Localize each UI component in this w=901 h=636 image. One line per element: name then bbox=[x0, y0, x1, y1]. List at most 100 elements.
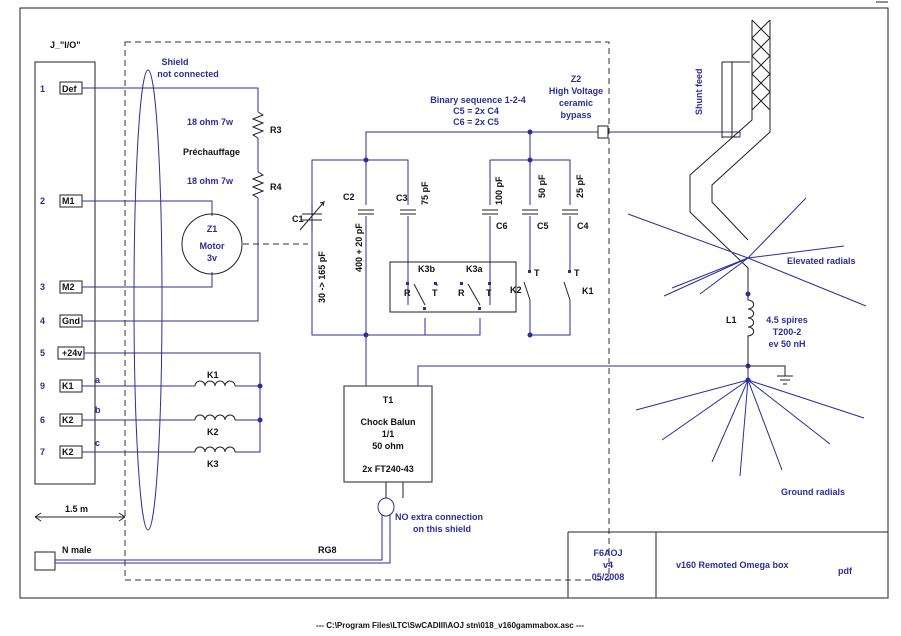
c3-value: 75 pF bbox=[420, 181, 430, 205]
pin-name: Gnd bbox=[62, 316, 80, 326]
pin-name: K2 bbox=[62, 415, 74, 425]
z2-symbol bbox=[597, 125, 609, 139]
coil-k1: K1 bbox=[207, 370, 219, 380]
balun-label: 50 ohm bbox=[372, 441, 404, 451]
file-path: --- C:\Program Files\LTC\SwCADIII\AOJ st… bbox=[316, 621, 584, 630]
no-extra-label: on this shield bbox=[413, 524, 471, 534]
c2-value: 400 + 20 pF bbox=[354, 223, 364, 272]
pin-num: 4 bbox=[40, 316, 45, 326]
title-author: F6AOJ bbox=[593, 548, 622, 558]
z2-name: Z2 bbox=[571, 74, 582, 84]
connector-title: J_"I/O" bbox=[50, 40, 81, 50]
contact-r: R bbox=[458, 288, 465, 298]
motor-symbol bbox=[181, 213, 243, 275]
balun-box bbox=[343, 385, 433, 483]
capacitor-symbols bbox=[299, 201, 578, 231]
line-letter: b bbox=[95, 405, 101, 415]
pin-name: M2 bbox=[62, 282, 75, 292]
shunt-feed-label: Shunt feed bbox=[694, 69, 704, 116]
contact-r: R bbox=[404, 288, 411, 298]
pin-num: 5 bbox=[40, 348, 45, 358]
connector-body bbox=[34, 61, 96, 485]
contact-t: T bbox=[534, 268, 540, 278]
shield-label: not connected bbox=[157, 69, 219, 79]
c1-value: 30 -> 165 pF bbox=[317, 251, 327, 303]
c5-value: 50 pF bbox=[537, 174, 547, 198]
r3-value: 18 ohm 7w bbox=[187, 117, 234, 127]
elevated-radials-label: Elevated radials bbox=[787, 256, 856, 266]
title-version: v4 bbox=[603, 560, 613, 570]
title-format: pdf bbox=[838, 566, 853, 576]
k2-label: K2 bbox=[510, 285, 522, 295]
c3-name: C3 bbox=[396, 193, 408, 203]
balun-label: 2x FT240-43 bbox=[362, 464, 414, 474]
ground-radials-label: Ground radials bbox=[781, 487, 845, 497]
inductor-l1 bbox=[747, 294, 755, 366]
l1-label: 4.5 spires bbox=[766, 315, 808, 325]
pin-num: 3 bbox=[40, 282, 45, 292]
k1-label: K1 bbox=[582, 286, 594, 296]
n-male-label: N male bbox=[62, 545, 92, 555]
n-connector bbox=[34, 551, 56, 571]
balun-name: T1 bbox=[383, 395, 394, 405]
pin-name: K1 bbox=[62, 381, 74, 391]
shield-label: Shield bbox=[161, 57, 188, 67]
heater-label: Préchauffage bbox=[183, 147, 240, 157]
contact-t: T bbox=[486, 288, 492, 298]
pin-num: 9 bbox=[40, 381, 45, 391]
resistor-r4 bbox=[251, 171, 265, 199]
c6-value: 100 pF bbox=[494, 176, 504, 205]
ground-radials bbox=[635, 366, 865, 477]
no-extra-label: NO extra connection bbox=[395, 512, 483, 522]
z2-label: bypass bbox=[560, 110, 591, 120]
pin-list: 1 Def 2 M1 3 M2 4 Gnd 5 +24v 9 K1 6 K2 7… bbox=[40, 84, 82, 457]
pin-name: +24v bbox=[62, 348, 82, 358]
binary-label: C6 = 2x C5 bbox=[453, 117, 499, 127]
c1-name: C1 bbox=[292, 214, 304, 224]
balun-label: Chock Balun bbox=[360, 417, 415, 427]
rg8-label: RG8 bbox=[318, 545, 337, 555]
pin-name: Def bbox=[62, 84, 78, 94]
c5-name: C5 bbox=[537, 221, 549, 231]
c2-name: C2 bbox=[343, 192, 355, 202]
balun-label: 1/1 bbox=[382, 429, 395, 439]
relay-contact-box bbox=[389, 261, 517, 313]
contact-t: T bbox=[574, 268, 580, 278]
l1-label: ev 50 nH bbox=[768, 339, 805, 349]
r4-name: R4 bbox=[270, 182, 282, 192]
k3a-label: K3a bbox=[466, 264, 484, 274]
c4-value: 25 pF bbox=[575, 174, 585, 198]
pin-num: 2 bbox=[40, 196, 45, 206]
relay-coils bbox=[194, 380, 236, 453]
outer-frame bbox=[19, 7, 889, 599]
r3-name: R3 bbox=[270, 125, 282, 135]
resistor-r3 bbox=[251, 111, 265, 139]
cable-length: 1.5 m bbox=[65, 504, 88, 514]
pin-num: 7 bbox=[40, 447, 45, 457]
pin-num: 6 bbox=[40, 415, 45, 425]
k3b-label: K3b bbox=[418, 264, 436, 274]
motor-label: Motor bbox=[200, 241, 225, 251]
l1-name: L1 bbox=[726, 315, 737, 325]
antenna-mast bbox=[689, 19, 771, 294]
elevated-radials bbox=[627, 197, 867, 307]
shield-ellipse bbox=[133, 69, 163, 531]
title-text: v160 Remoted Omega box bbox=[676, 560, 789, 570]
coil-k3: K3 bbox=[207, 459, 219, 469]
l1-label: T200-2 bbox=[773, 327, 802, 337]
c6-name: C6 bbox=[496, 221, 508, 231]
z2-label: ceramic bbox=[559, 98, 593, 108]
z2-label: High Voltage bbox=[549, 86, 603, 96]
line-letter: c bbox=[95, 438, 100, 448]
title-date: 05/2008 bbox=[592, 572, 625, 582]
c4-name: C4 bbox=[577, 221, 589, 231]
binary-label: Binary sequence 1-2-4 bbox=[430, 95, 526, 105]
title-block bbox=[567, 531, 888, 598]
pin-name: K2 bbox=[62, 447, 74, 457]
pin-num: 1 bbox=[40, 84, 45, 94]
enclosure-dashed bbox=[124, 41, 610, 581]
motor-name: Z1 bbox=[207, 224, 218, 234]
binary-label: C5 = 2x C4 bbox=[453, 106, 499, 116]
contact-t: T bbox=[432, 288, 438, 298]
